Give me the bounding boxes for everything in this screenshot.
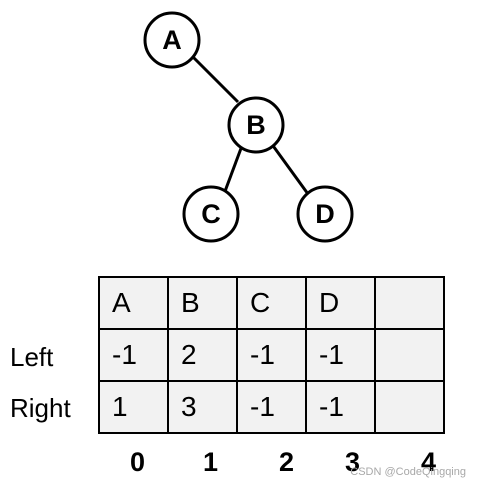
watermark-text: CSDN @CodeQingqing (350, 466, 466, 478)
binary-tree-diagram: A B C D (143, 11, 354, 243)
right-cell-3: -1 (305, 380, 376, 434)
table-row-values: A B C D (98, 276, 445, 330)
node-label-c: C (201, 199, 221, 229)
right-cell-0: 1 (98, 380, 169, 434)
value-cell-2: C (236, 276, 307, 330)
right-cell-2: -1 (236, 380, 307, 434)
node-circle-d (296, 185, 354, 243)
right-cell-4 (374, 380, 445, 434)
edge-b-c (222, 142, 245, 195)
tree-node-d: D (296, 185, 354, 243)
node-label-d: D (315, 199, 335, 229)
left-cell-0: -1 (98, 328, 169, 382)
left-cell-2: -1 (236, 328, 307, 382)
node-circle-a (143, 11, 201, 69)
row-label-left: Left (10, 342, 54, 372)
index-label-0: 0 (130, 447, 146, 477)
value-cell-3: D (305, 276, 376, 330)
edge-a-b (191, 55, 240, 104)
index-label-4: 4 (421, 447, 437, 477)
index-label-1: 1 (203, 447, 219, 477)
node-label-b: B (246, 110, 266, 140)
left-cell-1: 2 (167, 328, 238, 382)
left-cell-3: -1 (305, 328, 376, 382)
tree-edges (191, 55, 310, 195)
tree-node-b: B (227, 96, 285, 154)
value-cell-4 (374, 276, 445, 330)
index-label-3: 3 (345, 447, 361, 477)
table-row-left: -1 2 -1 -1 (98, 328, 445, 382)
tree-node-c: C (182, 185, 240, 243)
right-cell-1: 3 (167, 380, 238, 434)
value-cell-1: B (167, 276, 238, 330)
edge-b-d (269, 142, 310, 195)
left-cell-4 (374, 328, 445, 382)
node-label-a: A (162, 25, 182, 55)
node-circle-c (182, 185, 240, 243)
node-circle-b (227, 96, 285, 154)
row-label-right: Right (10, 393, 71, 423)
index-label-2: 2 (279, 447, 295, 477)
value-cell-0: A (98, 276, 169, 330)
array-representation-table: A B C D -1 2 -1 -1 1 3 -1 -1 (98, 276, 445, 434)
table-row-right: 1 3 -1 -1 (98, 380, 445, 434)
tree-node-a: A (143, 11, 201, 69)
